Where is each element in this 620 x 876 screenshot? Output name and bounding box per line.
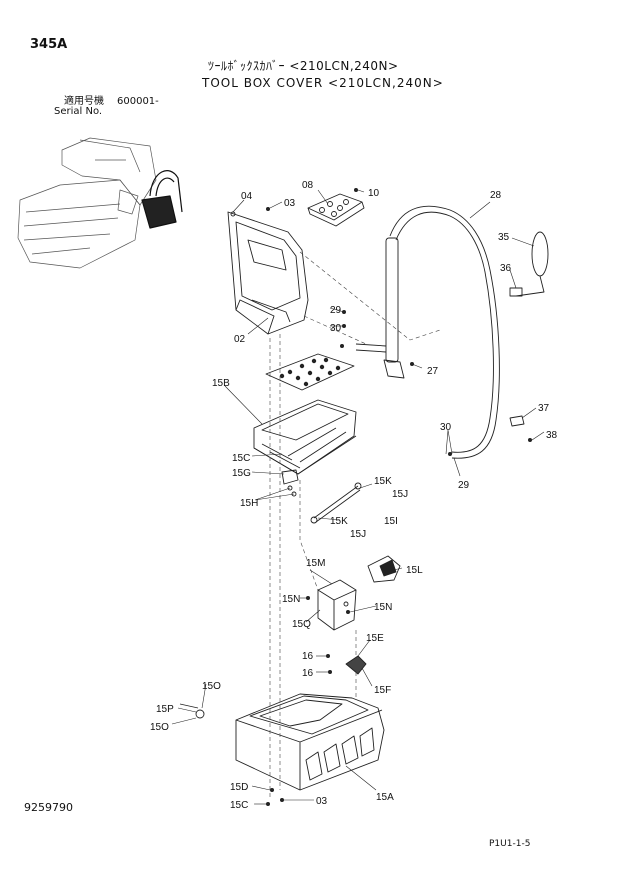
callout-15p: 15P: [156, 704, 174, 715]
callout-08: 08: [302, 180, 314, 191]
serial-value: 600001-: [117, 96, 159, 107]
callout-15c-b: 15C: [230, 800, 248, 811]
callout-36: 36: [500, 263, 512, 274]
callout-15o-a: 15O: [202, 681, 221, 692]
sleeve-part-37: [509, 415, 525, 427]
callout-labels: 04 03 08 10 28 35 36 29 30 02 27 15B 37 …: [150, 180, 558, 811]
lid-part-15b: [253, 399, 357, 475]
callout-15j-a: 15J: [392, 489, 408, 500]
callout-15c-a: 15C: [232, 453, 250, 464]
callout-15a: 15A: [376, 792, 394, 803]
page-code: P1U1-1-5: [489, 839, 531, 849]
excavator-location-sketch: [17, 137, 157, 269]
callout-15e: 15E: [366, 633, 384, 644]
callout-16-a: 16: [302, 651, 314, 662]
callout-15q: 15Q: [292, 619, 311, 630]
callout-03-top: 03: [284, 198, 296, 209]
cover-part-02: [227, 211, 309, 335]
callout-15l: 15L: [406, 565, 423, 576]
callout-15j-b: 15J: [350, 529, 366, 540]
gas-strut-part-15i: [310, 482, 362, 524]
pad-part-08: [307, 193, 365, 227]
serial-label-japanese: 適用号機: [64, 96, 104, 107]
mirror-part-35: [509, 231, 549, 297]
callout-35: 35: [498, 232, 510, 243]
box-body-part-15a: [179, 693, 385, 791]
callout-15n-a: 15N: [282, 594, 300, 605]
callout-15o-b: 15O: [150, 722, 169, 733]
callout-15b: 15B: [212, 378, 230, 389]
hinge-parts: [281, 469, 299, 497]
title-japanese: ﾂｰﾙﾎﾞｯｸｽｶﾊﾞｰ <210LCN,240N>: [208, 59, 399, 73]
latch-part-15l: [367, 555, 401, 583]
callout-30-b: 30: [440, 422, 452, 433]
callout-15g: 15G: [232, 468, 251, 479]
callout-37: 37: [538, 403, 550, 414]
callout-29-b: 29: [458, 480, 470, 491]
callout-27: 27: [427, 366, 439, 377]
callout-15h: 15H: [240, 498, 258, 509]
callout-29-a: 29: [330, 305, 342, 316]
page-number: 345A: [30, 37, 68, 52]
overview-tool-box: [141, 170, 183, 229]
perforated-plate: [265, 353, 355, 391]
document-number: 9259790: [24, 801, 73, 814]
callout-15k-b: 15K: [330, 516, 348, 527]
callout-04: 04: [241, 191, 253, 202]
callout-30-a: 30: [330, 323, 342, 334]
alignment-lines: [269, 251, 441, 800]
callout-15i: 15I: [384, 516, 398, 527]
callout-15k-a: 15K: [374, 476, 392, 487]
callout-15f: 15F: [374, 685, 391, 696]
callout-16-b: 16: [302, 668, 314, 679]
callout-02: 02: [234, 334, 246, 345]
small-hardware: [266, 188, 532, 806]
callout-15n-b: 15N: [374, 602, 392, 613]
lock-part-15m: [317, 579, 357, 631]
title-english: TOOL BOX COVER <210LCN,240N>: [202, 76, 444, 90]
callout-10: 10: [368, 188, 380, 199]
callout-28: 28: [490, 190, 502, 201]
leader-lines: [171, 189, 545, 805]
callout-15d: 15D: [230, 782, 248, 793]
callout-03-bottom: 03: [316, 796, 328, 807]
serial-label-english: Serial No.: [54, 106, 103, 117]
callout-15m: 15M: [306, 558, 325, 569]
handrail-part-28: [355, 205, 500, 459]
callout-38: 38: [546, 430, 558, 441]
